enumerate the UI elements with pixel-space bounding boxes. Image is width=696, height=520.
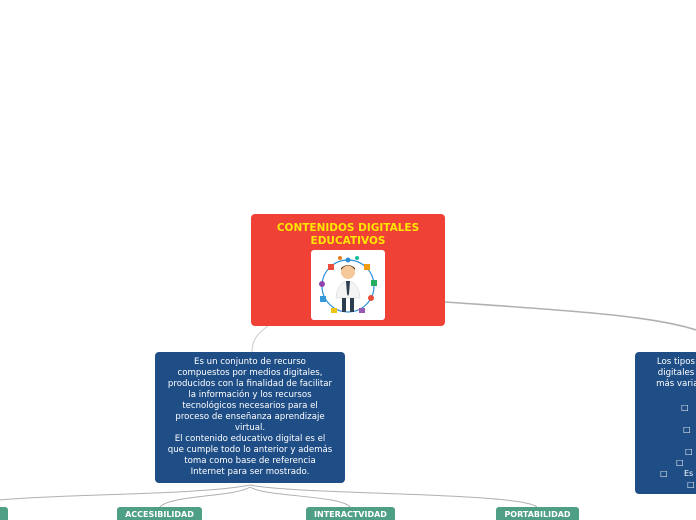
definition-line-4: la información y los recursos xyxy=(188,390,312,400)
bullet-icon: □ xyxy=(683,425,691,434)
definition-node[interactable]: Es un conjunto de recurso compuestos por… xyxy=(155,352,345,483)
root-title-line-1: CONTENIDOS DIGITALES xyxy=(276,222,420,234)
child-node-interactvidad[interactable]: INTERACTVIDAD xyxy=(306,507,395,520)
bullet-icon: □ xyxy=(685,447,693,456)
root-title: CONTENIDOS DIGITALES EDUCATIVOS xyxy=(257,222,439,248)
bullet-icon: □ xyxy=(687,480,695,489)
definition-line-10: toma como base de referencia xyxy=(184,456,316,466)
connector-to-accesibilidad xyxy=(159,486,251,508)
types-line-3: más variad xyxy=(656,379,696,389)
child-node-offscreen[interactable] xyxy=(0,507,8,520)
connector-to-interactvidad xyxy=(249,486,351,508)
child-label-accesibilidad: ACCESIBILIDAD xyxy=(125,510,194,519)
definition-line-1: Es un conjunto de recurso xyxy=(194,357,306,367)
bullet-icon: □ xyxy=(676,458,684,467)
connector-root-to-right-node xyxy=(444,301,696,331)
definition-line-5: tecnológicos necesarios para el xyxy=(182,401,318,411)
root-title-line-2: EDUCATIVOS xyxy=(310,235,386,247)
child-node-portabilidad[interactable]: PORTABILIDAD xyxy=(496,507,579,520)
root-image xyxy=(311,250,385,320)
connector-to-first-child xyxy=(0,484,251,501)
definition-line-6: proceso de enseñanza aprendizaje xyxy=(175,412,325,422)
types-line-1: Los tipos d xyxy=(656,357,696,367)
definition-line-11: Internet para ser mostrado. xyxy=(190,467,310,477)
bullet-icon: □ xyxy=(660,469,668,478)
definition-line-7: virtual. xyxy=(234,423,266,433)
businessman-illustration xyxy=(319,256,377,313)
root-node[interactable]: CONTENIDOS DIGITALES EDUCATIVOS xyxy=(251,214,445,326)
definition-line-2: compuestos por medios digitales, xyxy=(177,368,323,378)
connector-root-to-left-node xyxy=(251,325,269,353)
definition-line-9: que cumple todo lo anterior y además xyxy=(167,445,333,455)
bullet-icon: □ xyxy=(681,403,689,412)
definition-line-8: El contenido educativo digital es el xyxy=(174,434,326,444)
types-node[interactable]: Los tipos d digitales e más variad □ □ □… xyxy=(635,352,696,494)
definition-line-3: producidos con la finalidad de facilitar xyxy=(167,379,333,389)
types-line-2: digitales e xyxy=(657,368,696,378)
types-partial-text: Es xyxy=(684,469,694,478)
child-label-interactvidad: INTERACTVIDAD xyxy=(314,510,387,519)
connector-to-portabilidad xyxy=(249,484,538,508)
child-label-portabilidad: PORTABILIDAD xyxy=(504,510,571,519)
child-node-accesibilidad[interactable]: ACCESIBILIDAD xyxy=(117,507,202,520)
